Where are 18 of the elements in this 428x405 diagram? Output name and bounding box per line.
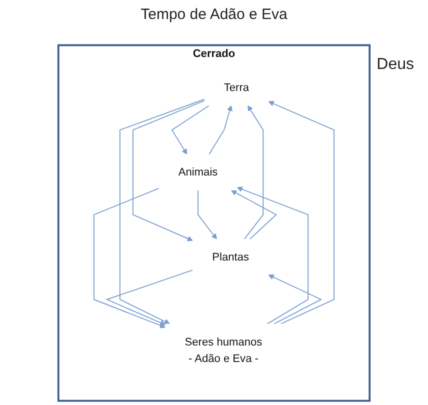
arrow	[244, 105, 264, 240]
arrow	[93, 188, 166, 328]
arrow	[268, 100, 335, 324]
arrow	[198, 190, 217, 240]
arrow	[119, 98, 205, 324]
arrow	[132, 100, 205, 242]
arrow	[236, 186, 309, 324]
arrow	[171, 105, 210, 155]
note-label: Deus	[376, 56, 414, 74]
arrow	[208, 105, 232, 155]
node-text: Plantas	[212, 250, 249, 264]
arrow	[230, 190, 277, 240]
node-text: Seres humanos - Adão e Eva -	[184, 336, 262, 364]
arrow	[106, 270, 194, 326]
node-text: Terra	[224, 81, 250, 94]
node-text: Animais	[178, 166, 218, 178]
arrow	[268, 274, 322, 324]
diagram-title: Tempo de Adão e Eva	[140, 6, 288, 23]
